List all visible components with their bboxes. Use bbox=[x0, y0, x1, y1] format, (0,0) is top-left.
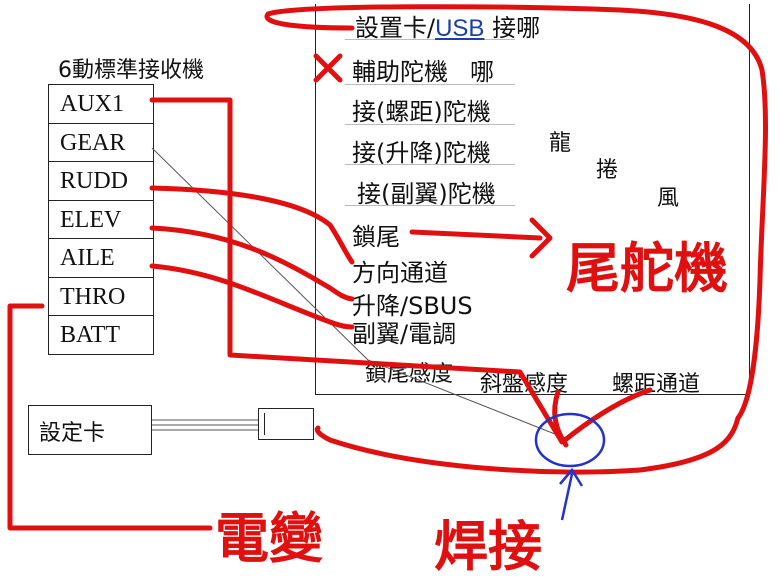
aile-wire bbox=[149, 263, 355, 330]
divider bbox=[345, 205, 515, 206]
channel-gear: GEAR bbox=[49, 124, 153, 162]
channel-aux1: AUX1 bbox=[49, 85, 153, 124]
tail-servo-annotation: 尾舵機 bbox=[566, 237, 728, 300]
channel-elev: ELEV bbox=[49, 201, 153, 239]
pitch-channel-label: 螺距通道 bbox=[612, 372, 701, 397]
aileron-esc-label: 副翼/電調 bbox=[352, 320, 457, 348]
usb-port-label: 設置卡/USB 接哪 bbox=[355, 14, 541, 42]
cross-mark-icon bbox=[313, 53, 343, 83]
config-card-plug bbox=[258, 408, 314, 440]
thro-wire bbox=[7, 303, 213, 531]
receiver-title: 6動標準接收機 bbox=[58, 58, 204, 83]
solder-annotation: 焊接 bbox=[434, 515, 542, 578]
channel-thro: THRO bbox=[49, 278, 153, 316]
channel-rudd: RUDD bbox=[49, 162, 153, 201]
elev-wire bbox=[149, 225, 355, 302]
vertical-char-2: 捲 bbox=[596, 158, 619, 183]
vertical-char-1: 龍 bbox=[549, 131, 572, 156]
aileron-gyro-label: 接(副翼)陀機 bbox=[357, 180, 496, 208]
channel-batt: BATT bbox=[49, 316, 153, 355]
rudd-wire bbox=[149, 185, 355, 265]
pitch-gyro-label: 接(螺距)陀機 bbox=[352, 98, 491, 126]
aux-servo-label: 輔助陀機哪 bbox=[352, 58, 494, 86]
tail-lock-label: 鎖尾 bbox=[352, 223, 400, 251]
aux1-wire bbox=[149, 97, 565, 445]
solder-arrow-head bbox=[559, 467, 584, 487]
wiring-overlay bbox=[7, 4, 768, 531]
usb-link[interactable]: USB bbox=[435, 15, 485, 42]
config-card-box: 設定卡 bbox=[28, 405, 152, 455]
tail-lock-arrow-head bbox=[529, 217, 553, 259]
solder-circle-icon bbox=[534, 412, 606, 468]
gyro-enclosure-loop bbox=[264, 4, 768, 475]
channel-aile: AILE bbox=[49, 239, 153, 278]
esc-annotation: 電變 bbox=[215, 507, 323, 570]
divider bbox=[345, 84, 515, 85]
tail-lock-arrow-line bbox=[409, 229, 543, 241]
divider bbox=[345, 124, 515, 125]
vertical-char-3: 風 bbox=[657, 186, 680, 211]
elevator-sbus-label: 升降/SBUS bbox=[352, 292, 473, 320]
divider bbox=[345, 39, 515, 40]
pitch-channel-wire bbox=[562, 387, 653, 443]
receiver-channel-table: AUX1 GEAR RUDD ELEV AILE THRO BATT bbox=[48, 84, 154, 355]
plug-tab bbox=[258, 413, 265, 435]
elevator-gyro-label: 接(升降)陀機 bbox=[352, 139, 491, 167]
rudder-channel-label: 方向通道 bbox=[352, 259, 448, 287]
swash-wire bbox=[552, 389, 569, 448]
divider bbox=[345, 164, 515, 165]
solder-arrow-line bbox=[560, 473, 574, 521]
